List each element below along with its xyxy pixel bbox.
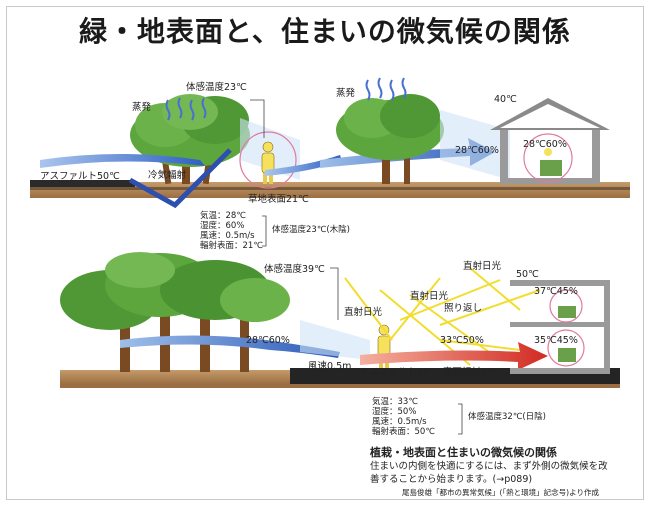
bottom-sun-rays xyxy=(344,267,541,366)
bottom-direct-sun-3: 直射日光 xyxy=(344,307,383,318)
bottom-wind-arrow-red xyxy=(360,342,548,370)
bottom-asphalt-surface: アスファルト50℃ 表面輻射50℃ xyxy=(360,367,504,378)
bottom-forest xyxy=(60,252,290,372)
bottom-stat-humidity: 湿度：50% xyxy=(372,407,417,417)
bottom-direct-sun-1: 直射日光 xyxy=(463,261,502,272)
bottom-mid-reading: 33℃50% xyxy=(440,335,484,346)
page-title: 緑・地表面と、住まいの微気候の関係 xyxy=(79,15,571,48)
bottom-stat-wind: 風速：0.5m/s xyxy=(372,417,427,427)
top-stat-radiant: 輻射表面：21℃ xyxy=(200,241,263,251)
top-felt-summary: 体感温度23℃(木陰) xyxy=(272,225,350,235)
top-tree-1 xyxy=(130,94,250,185)
top-cool-air-path xyxy=(128,148,232,209)
bottom-ground-grass xyxy=(60,370,310,384)
bottom-building xyxy=(510,280,610,374)
top-roof-temp: 40℃ xyxy=(494,94,517,105)
bottom-felt-temp-label: 体感温度39℃ xyxy=(264,264,325,275)
top-stat-humidity: 湿度：60% xyxy=(200,221,245,231)
caption-heading: 植栽・地表面と住まいの微気候の関係 xyxy=(370,446,557,459)
bottom-felt-summary: 体感温度32℃(日陰) xyxy=(468,412,546,422)
top-stat-wind: 風速：0.5m/s xyxy=(200,231,255,241)
top-ground-label: 草地表面21℃ xyxy=(248,194,309,205)
top-indoor-reading: 28℃60% xyxy=(523,139,567,150)
caption-line-2: 善することから始まります。(→p089) xyxy=(370,474,533,485)
bottom-shade-reading: 28℃60% xyxy=(246,335,290,346)
top-person xyxy=(261,141,275,184)
bottom-house-temp: 50℃ xyxy=(516,269,539,280)
top-evaporation-2 xyxy=(365,77,407,101)
bottom-stat-radiant: 輻射表面：50℃ xyxy=(372,427,435,437)
diagram-frame xyxy=(6,6,644,500)
top-stat-temp: 気温：28℃ xyxy=(200,211,246,221)
top-felt-temp-label: 体感温度23℃ xyxy=(186,82,247,93)
caption-line-1: 住まいの内側を快適にするには、まず外側の微気候を改 xyxy=(370,461,608,472)
top-cool-radiation-label: 冷気輻射 xyxy=(148,170,187,181)
bottom-direct-sun-2: 直射日光 xyxy=(410,291,449,302)
top-evaporation-1 xyxy=(165,97,207,121)
top-tree-2 xyxy=(336,94,444,184)
bottom-reflection: 照り返し xyxy=(444,303,483,314)
bottom-wind-arrow-blue xyxy=(120,335,340,358)
top-asphalt-label: アスファルト50℃ xyxy=(40,171,120,182)
top-asphalt-strip xyxy=(30,180,135,187)
bottom-lower-room: 35℃45% xyxy=(534,335,578,346)
top-evaporation-label-2: 蒸発 xyxy=(336,88,356,99)
top-outdoor-reading: 28℃60% xyxy=(455,145,499,156)
caption-source: 尾島俊雄「都市の異常気候」(「熱と環境」記念号)より作成 xyxy=(402,488,599,497)
top-house xyxy=(490,98,610,184)
bottom-upper-room: 37℃45% xyxy=(534,286,578,297)
top-wind-arrow-1 xyxy=(40,154,205,168)
bottom-wind-label: 風速0.5m xyxy=(308,361,352,372)
bottom-stat-temp: 気温：33℃ xyxy=(372,397,418,407)
top-evaporation-label-1: 蒸発 xyxy=(132,102,152,113)
